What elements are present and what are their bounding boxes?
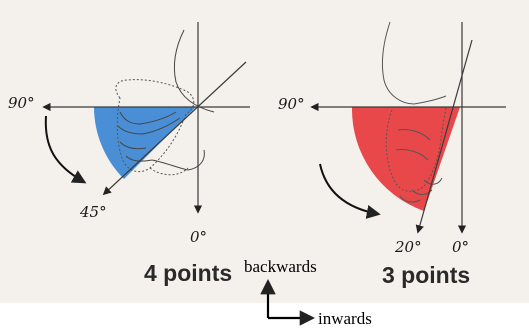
backwards-label: backwards xyxy=(244,257,317,276)
right-angle-90-label: 90° xyxy=(278,95,305,113)
left-45-line xyxy=(102,61,247,196)
right-foot-sketch xyxy=(381,21,447,203)
left-foot-sketch xyxy=(115,79,195,176)
left-angle-90-label: 90° xyxy=(8,94,35,112)
left-range-wedge xyxy=(94,107,196,179)
right-range-wedge xyxy=(351,107,460,211)
right-angle-0-label: 0° xyxy=(452,238,470,256)
right-20-line xyxy=(415,39,473,234)
inwards-label: inwards xyxy=(318,309,372,328)
right-rotation-arrow xyxy=(319,163,381,219)
left-angle-0-label: 0° xyxy=(190,228,208,246)
left-angle-45-label: 45° xyxy=(80,203,107,221)
right-angle-20-label: 20° xyxy=(395,238,422,256)
left-rotation-arrow xyxy=(44,115,87,184)
right-score-label: 3 points xyxy=(382,262,471,288)
left-score-label: 4 points xyxy=(144,260,233,286)
